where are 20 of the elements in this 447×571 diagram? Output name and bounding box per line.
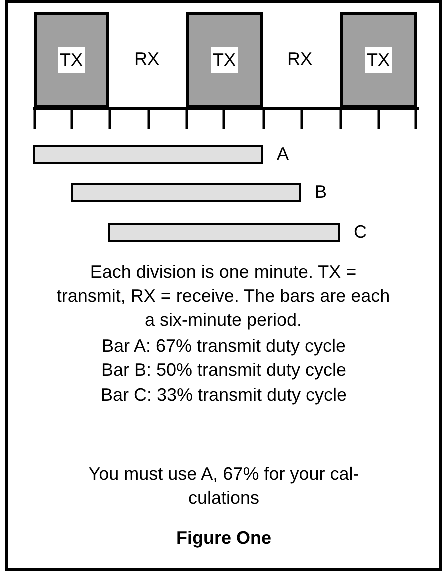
bar-letter: C (354, 221, 367, 244)
block-label: TX (210, 47, 238, 73)
bar-letter: A (277, 143, 290, 166)
figure-caption: Figure One (175, 527, 272, 550)
receive-label: RX (133, 48, 160, 71)
note-text: Each division is one minute. TX = transmit, RX = receive. The bars are each a six-minute period. (56, 261, 391, 332)
transmit-block (186, 12, 263, 108)
note-text: Bar B: 50% transmit duty cycle (100, 359, 348, 382)
note-text: You must use A, 67% for your cal- culations (88, 463, 360, 510)
transmit-block (340, 12, 417, 108)
receive-label: RX (286, 48, 314, 71)
block-label: TX (364, 47, 392, 73)
block-label: TX (58, 47, 85, 73)
bar-letter: B (315, 181, 328, 204)
period-bar (108, 223, 340, 242)
note-text: Bar A: 67% transmit duty cycle (100, 335, 348, 358)
transmit-block (34, 12, 109, 108)
period-bar (71, 183, 301, 202)
period-bar (33, 145, 263, 164)
note-text: Bar C: 33% transmit duty cycle (100, 384, 348, 407)
